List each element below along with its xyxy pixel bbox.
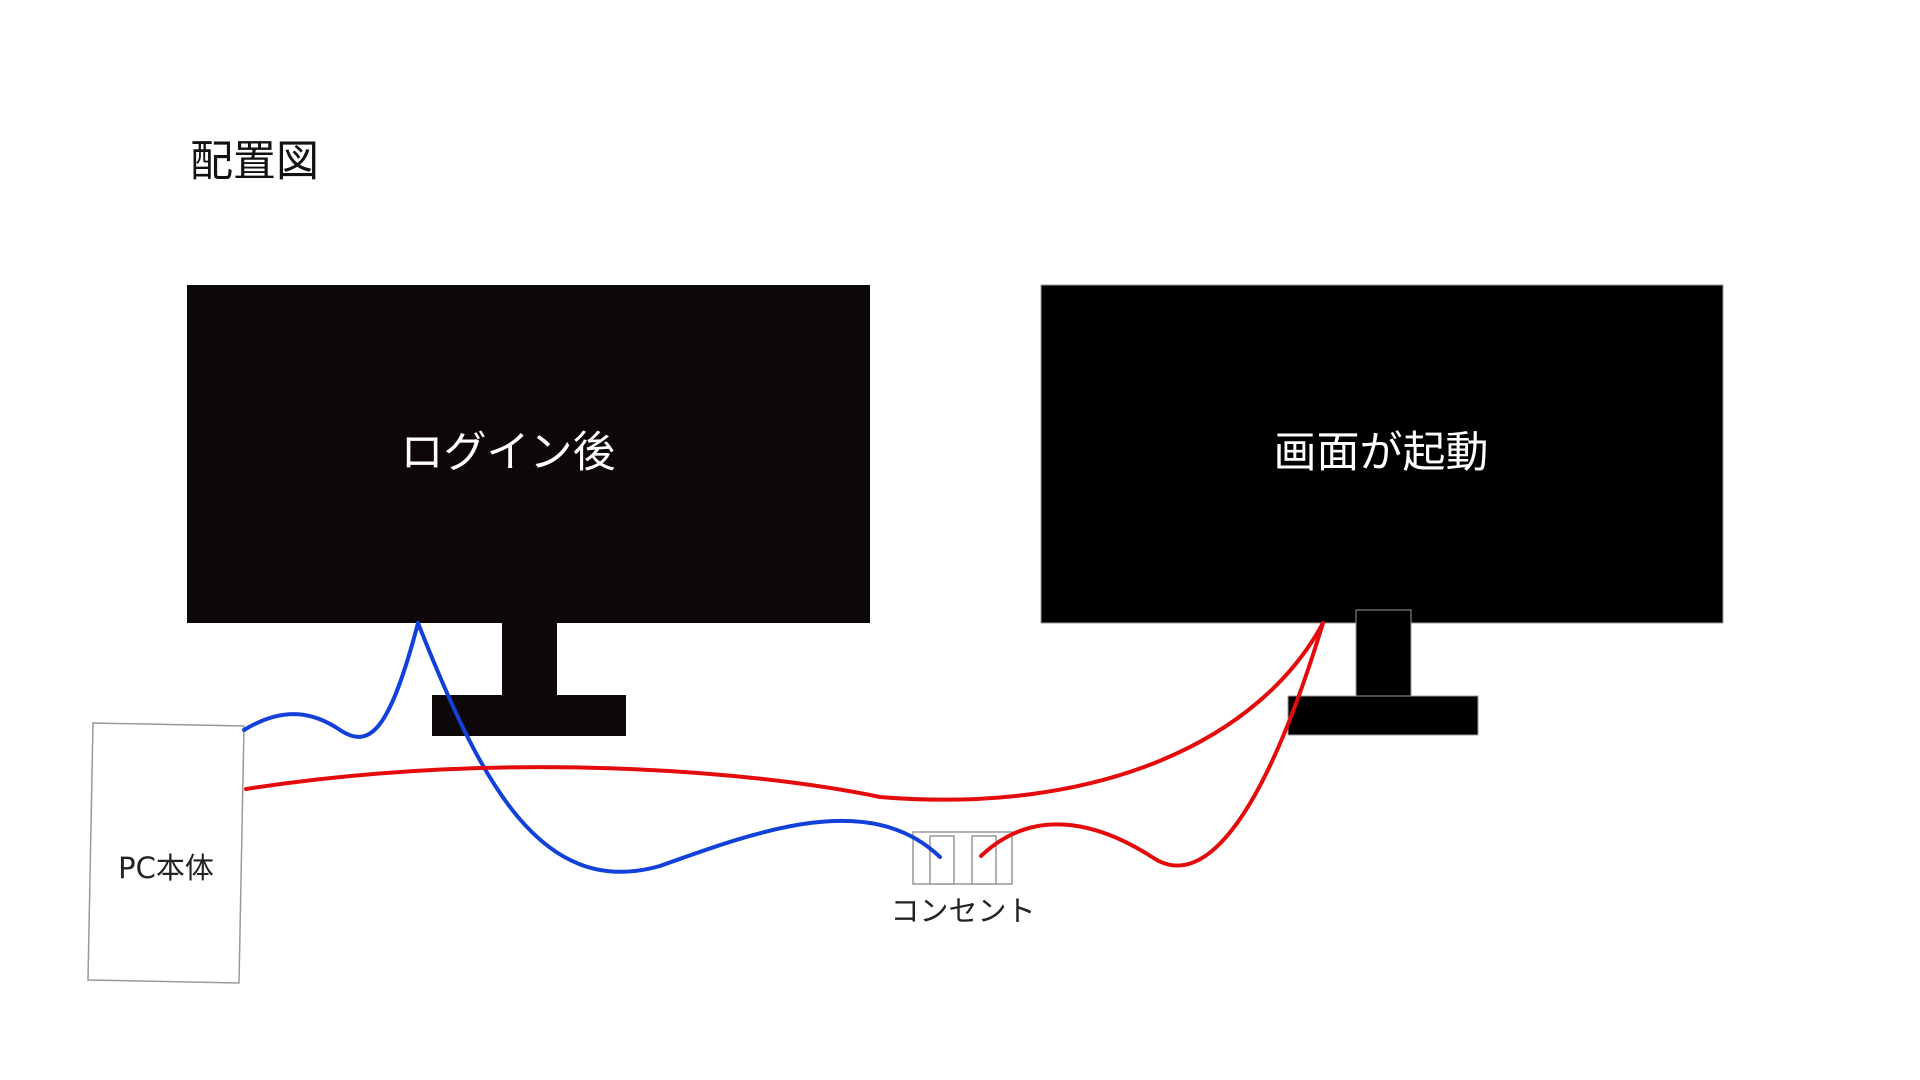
monitor-left-neck [502, 623, 557, 697]
red-cable-outlet-to-right-monitor [979, 621, 1325, 868]
pc-label: PC本体 [118, 851, 214, 885]
power-outlet: コンセント [890, 831, 1036, 928]
outlet-label: コンセント [890, 894, 1035, 928]
page-title: 配置図 [190, 137, 319, 187]
outlet-body [912, 831, 1013, 885]
monitor-left-screen [187, 285, 870, 623]
blue-cable-pc-to-monitor [242, 621, 420, 739]
outlet-socket-right [971, 835, 997, 885]
red-cable-pc-to-right-monitor [244, 621, 1325, 802]
monitor-right-neck [1355, 609, 1412, 697]
pc-body-outline [87, 722, 245, 984]
monitor-left-label: ログイン後 [401, 428, 616, 478]
blue-cable-monitor-to-outlet [416, 621, 942, 874]
monitor-right-screen [1040, 284, 1724, 624]
monitor-left-base [432, 695, 626, 736]
pc-tower: PC本体 [87, 722, 245, 984]
monitor-right: 画面が起動 [1040, 284, 1724, 736]
monitor-right-label: 画面が起動 [1274, 428, 1489, 478]
outlet-socket-left [929, 835, 955, 885]
monitor-left: ログイン後 [187, 285, 870, 736]
monitor-right-base [1287, 695, 1479, 736]
